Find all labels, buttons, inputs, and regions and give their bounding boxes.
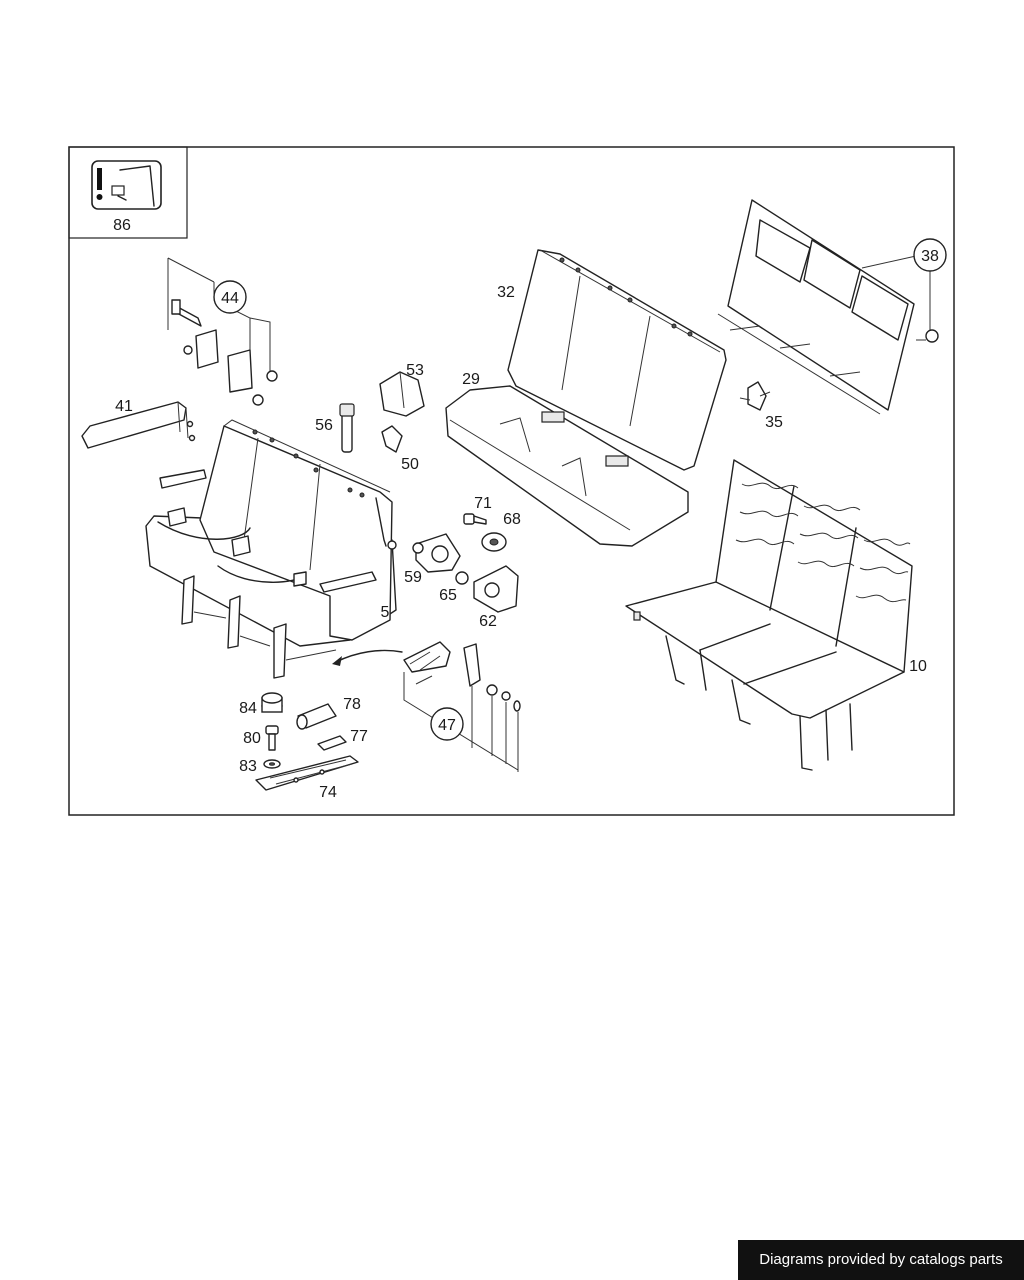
part-38-back-panel: 38 [717, 199, 947, 415]
callout-29: 29 [462, 371, 480, 388]
part-68-knob: 68 [481, 511, 521, 552]
callout-10: 10 [909, 658, 927, 675]
note-box: 86 [68, 146, 188, 239]
part-65-nut: 65 [439, 571, 469, 604]
part-41-armrest: 41 [81, 398, 196, 449]
callout-84: 84 [239, 700, 257, 717]
part-59-latch-plate: 59 [404, 533, 461, 586]
callout-50: 50 [401, 456, 419, 473]
part-10-seat-frame: 10 [625, 459, 927, 771]
part-80-screw: 80 [243, 725, 279, 751]
footer-credit-badge: Diagrams provided by catalogs parts [738, 1240, 1024, 1280]
callout-68: 68 [503, 511, 521, 528]
callout-35: 35 [765, 414, 783, 431]
warning-icon [91, 160, 162, 210]
callout-74: 74 [319, 784, 337, 801]
callout-41: 41 [115, 398, 133, 415]
callout-71: 71 [474, 495, 492, 512]
footer-credit-text: Diagrams provided by catalogs parts [759, 1251, 1003, 1268]
part-47-latch-group: 47 [403, 641, 521, 772]
callout-44: 44 [221, 290, 239, 307]
callout-65: 65 [439, 587, 457, 604]
callout-56: 56 [315, 417, 333, 434]
callout-53: 53 [406, 362, 424, 379]
callout-86: 86 [113, 217, 131, 234]
callout-59: 59 [404, 569, 422, 586]
part-32-backrest-cushion: 32 [497, 249, 727, 471]
callout-80: 80 [243, 730, 261, 747]
arrow-latch [335, 649, 403, 663]
callout-62: 62 [479, 613, 497, 630]
part-35-clip: 35 [739, 381, 783, 431]
callout-5: 5 [381, 604, 390, 621]
part-71-bolt: 71 [463, 495, 492, 525]
part-50-wedge: 50 [381, 425, 419, 473]
part-62-lock-housing: 62 [473, 565, 519, 630]
callout-77: 77 [350, 728, 368, 745]
part-5-seat-assembly: 5 [145, 419, 397, 679]
part-78-sleeve: 78 [296, 696, 361, 730]
part-29-seat-cushion: 29 [445, 371, 689, 547]
part-74-rail: 74 [255, 755, 359, 801]
callout-47: 47 [438, 717, 456, 734]
callout-38: 38 [921, 248, 939, 265]
part-83-washer: 83 [239, 758, 281, 775]
part-53-cap: 53 [379, 362, 425, 417]
callout-32: 32 [497, 284, 515, 301]
diagram-frame [68, 146, 955, 816]
part-84-bushing: 84 [239, 692, 283, 717]
callout-83: 83 [239, 758, 257, 775]
part-77-plate: 77 [317, 728, 368, 751]
callout-78: 78 [343, 696, 361, 713]
part-44-bracket-group: 44 [167, 257, 278, 406]
part-56-pin: 56 [315, 403, 355, 453]
